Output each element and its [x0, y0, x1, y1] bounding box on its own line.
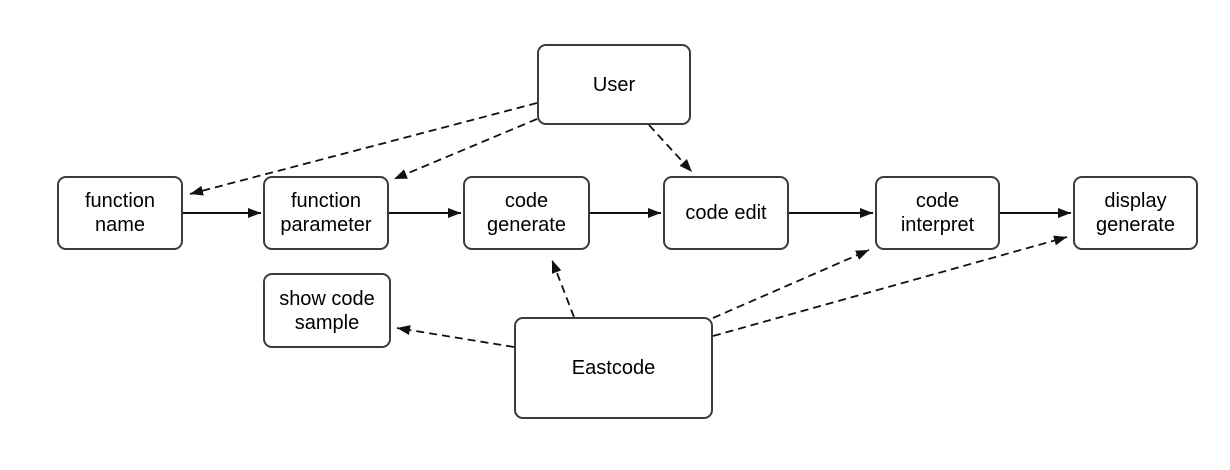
node-display-generate-label: display generate — [1096, 190, 1175, 236]
node-eastcode: Eastcode — [514, 317, 713, 419]
node-code-generate-label: code generate — [487, 190, 566, 236]
edge-eastcode-to-show-code-sample — [396, 325, 515, 348]
node-display-generate: display generate — [1073, 176, 1198, 250]
edge-user-to-function-parameter — [393, 118, 538, 180]
edge-eastcode-to-code-generate — [551, 259, 575, 318]
node-function-parameter-label: function parameter — [280, 190, 372, 236]
edge-user-to-code-edit — [648, 124, 693, 173]
node-code-generate: code generate — [463, 176, 590, 250]
node-eastcode-label: Eastcode — [571, 357, 656, 379]
node-user: User — [537, 44, 691, 125]
node-code-edit-label: code edit — [685, 202, 767, 224]
node-show-code-sample-label: show code sample — [279, 287, 375, 334]
node-function-name: function name — [57, 176, 183, 250]
node-code-interpret-label: code interpret — [900, 190, 975, 236]
node-function-name-label: function name — [84, 190, 156, 236]
node-show-code-sample: show code sample — [263, 273, 391, 348]
node-user-label: User — [592, 73, 636, 96]
node-code-interpret: code interpret — [875, 176, 1000, 250]
edge-eastcode-to-code-interpret — [712, 249, 870, 319]
node-function-parameter: function parameter — [263, 176, 389, 250]
node-code-edit: code edit — [663, 176, 789, 250]
edge-user-to-function-name — [189, 102, 538, 196]
edge-eastcode-to-display-generate — [712, 235, 1068, 337]
